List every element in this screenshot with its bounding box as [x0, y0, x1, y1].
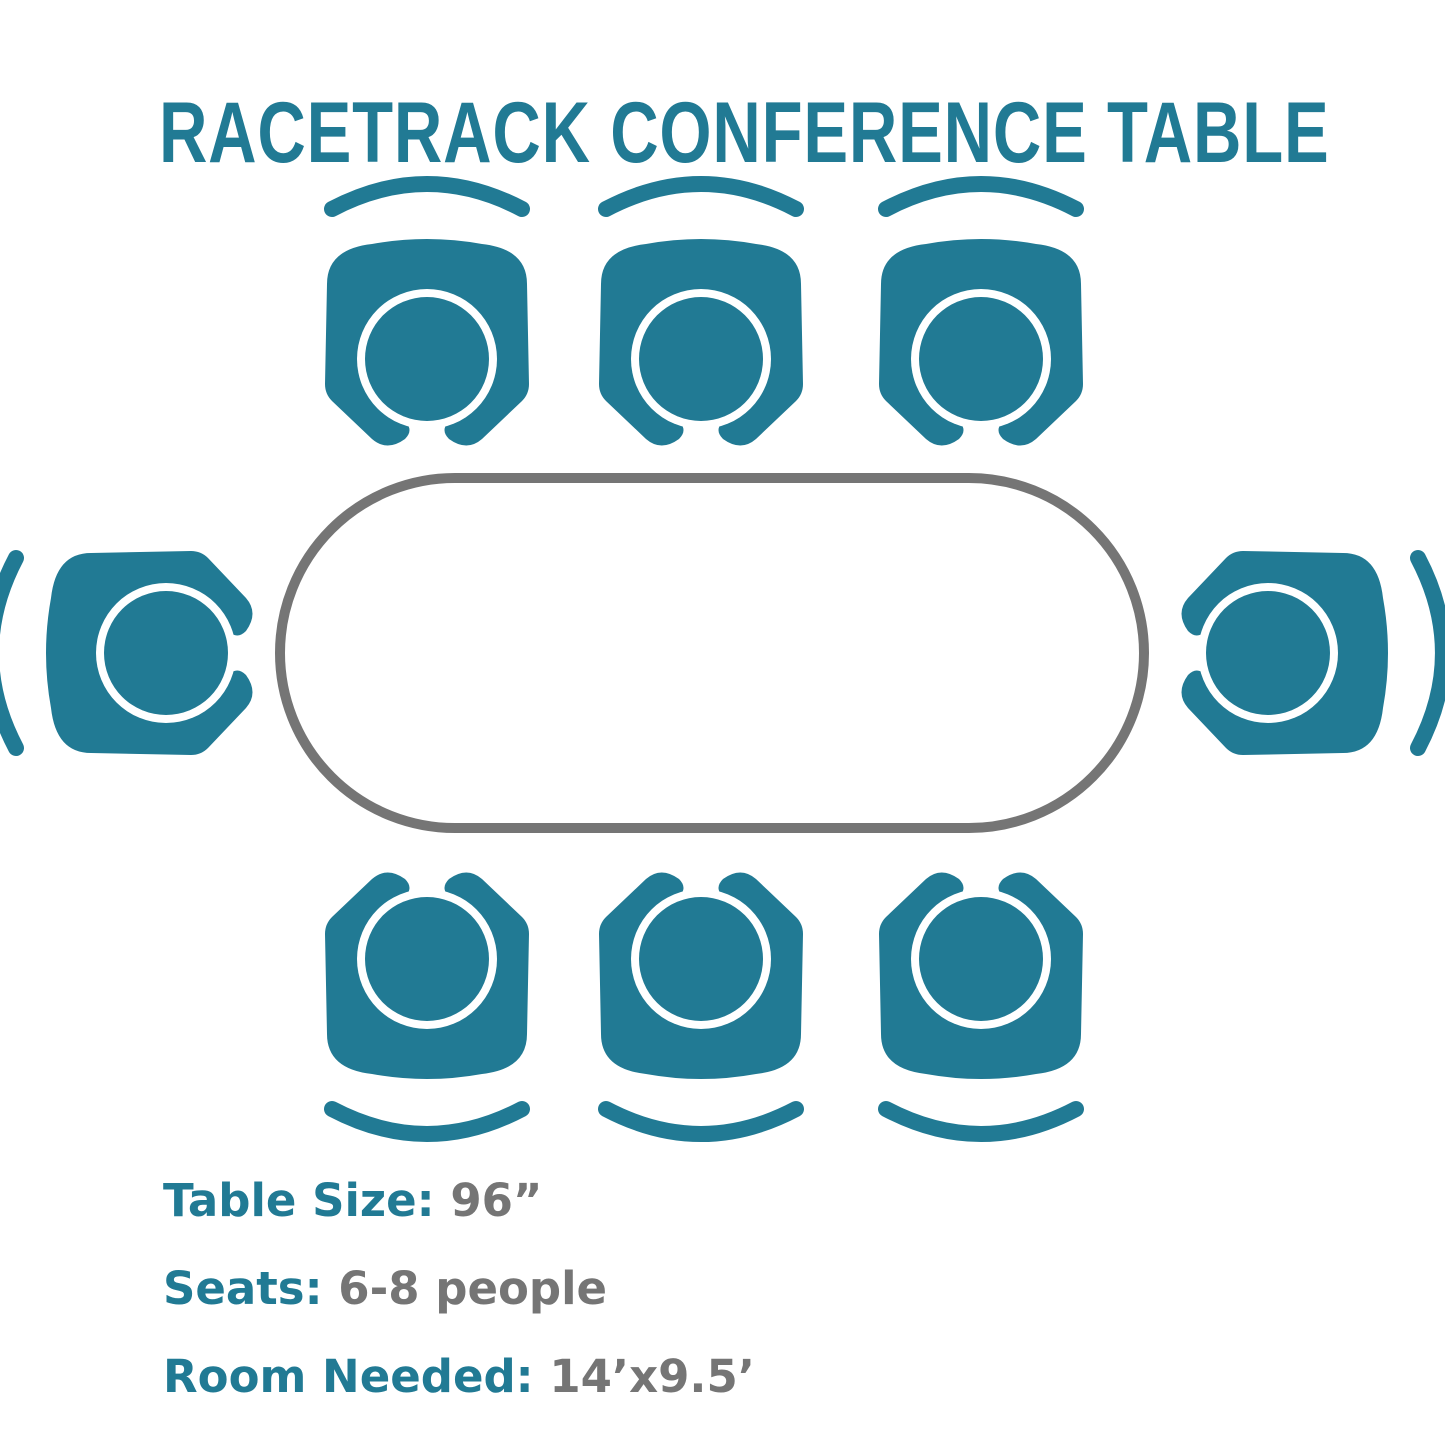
- chair-left-end: [0, 551, 253, 755]
- spec-value: 14’x9.5’: [549, 1350, 755, 1403]
- spec-label: Seats:: [163, 1262, 323, 1315]
- table-specs: Table Size: 96” Seats: 6-8 people Room N…: [163, 1165, 1263, 1429]
- chair-top-middle: [599, 184, 803, 446]
- chair-bottom-left: [325, 873, 529, 1135]
- diagram-title: RACETRACK CONFERENCE TABLE: [158, 85, 1330, 181]
- spec-room-needed: Room Needed: 14’x9.5’: [163, 1341, 1263, 1429]
- spec-label: Table Size:: [163, 1174, 435, 1227]
- chair-bottom-middle: [599, 873, 803, 1135]
- chair-bottom-right: [879, 873, 1083, 1135]
- chair-top-right: [879, 184, 1083, 446]
- spec-value: 6-8 people: [338, 1262, 608, 1315]
- racetrack-table: [275, 473, 1149, 833]
- spec-seats: Seats: 6-8 people: [163, 1253, 1263, 1341]
- spec-label: Room Needed:: [163, 1350, 534, 1403]
- spec-value: 96”: [450, 1174, 543, 1227]
- spec-table-size: Table Size: 96”: [163, 1165, 1263, 1253]
- chair-right-end: [1182, 551, 1444, 755]
- chair-top-left: [325, 184, 529, 446]
